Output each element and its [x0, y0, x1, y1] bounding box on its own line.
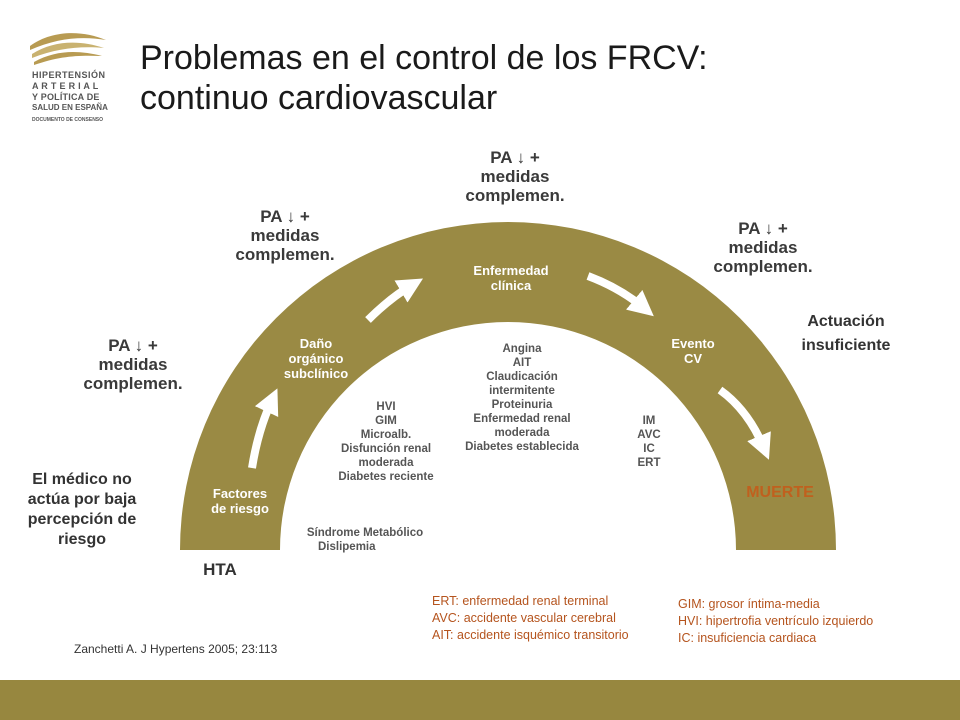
inner-enfermedad-details: Angina AIT Claudicación intermitente Pro… [465, 343, 579, 453]
logo-text-line-2: A R T E R I A L [32, 81, 99, 91]
inner-evento-details: IM AVC IC ERT [637, 415, 661, 469]
hta-label: HTA [203, 560, 237, 579]
logo: HIPERTENSIÓN A R T E R I A L Y POLÍTICA … [22, 28, 112, 128]
title-line-1: Problemas en el control de los FRCV: [140, 39, 708, 77]
strategy-label-2: PA ↓ + medidas complemen. [235, 207, 335, 264]
strategy-label-4: PA ↓ + medidas complemen. [713, 219, 813, 276]
footer-bar [0, 680, 960, 720]
right-note: Actuación insuficiente [801, 313, 891, 354]
logo-text-line-3: Y POLÍTICA DE [32, 92, 100, 102]
arrow-dano-to-enfermedad [365, 278, 424, 323]
logo-wave-graphic [30, 33, 106, 65]
title-line-2: continuo cardiovascular [140, 79, 498, 117]
muerte-label: MUERTE [746, 484, 814, 501]
inner-dano-details: HVI GIM Microalb. Disfunción renal moder… [338, 401, 434, 483]
glossary-left: ERT: enfermedad renal terminal AVC: acci… [432, 594, 629, 642]
logo-text-line-4: SALUD EN ESPAÑA [32, 103, 108, 112]
glossary-right: GIM: grosor íntima-media HVI: hipertrofi… [678, 597, 874, 645]
inner-sindrome-metabolico: Síndrome Metabólico Dislipemia [306, 527, 424, 553]
reference-citation: Zanchetti A. J Hypertens 2005; 23:113 [74, 642, 278, 656]
page-title: Problemas en el control de los FRCV: con… [140, 38, 920, 118]
arrow-enfermedad-to-evento [586, 272, 654, 317]
stage-dano-organico: Daño orgánico subclínico [283, 336, 349, 381]
stage-evento-cv: Evento CV [671, 336, 715, 366]
arc-band [180, 222, 836, 550]
arrow-evento-to-muerte [717, 386, 771, 460]
logo-text-line-5: DOCUMENTO DE CONSENSO [32, 117, 104, 123]
left-note: El médico no actúa por baja percepción d… [27, 471, 137, 548]
strategy-label-1: PA ↓ + medidas complemen. [83, 336, 183, 393]
strategy-label-3: PA ↓ + medidas complemen. [465, 148, 565, 205]
stage-factores-de-riesgo: Factores de riesgo [211, 486, 269, 516]
stage-enfermedad-clinica: Enfermedad clínica [473, 263, 549, 293]
arrow-factores-to-dano [248, 388, 279, 469]
logo-text-line-1: HIPERTENSIÓN [32, 70, 106, 80]
